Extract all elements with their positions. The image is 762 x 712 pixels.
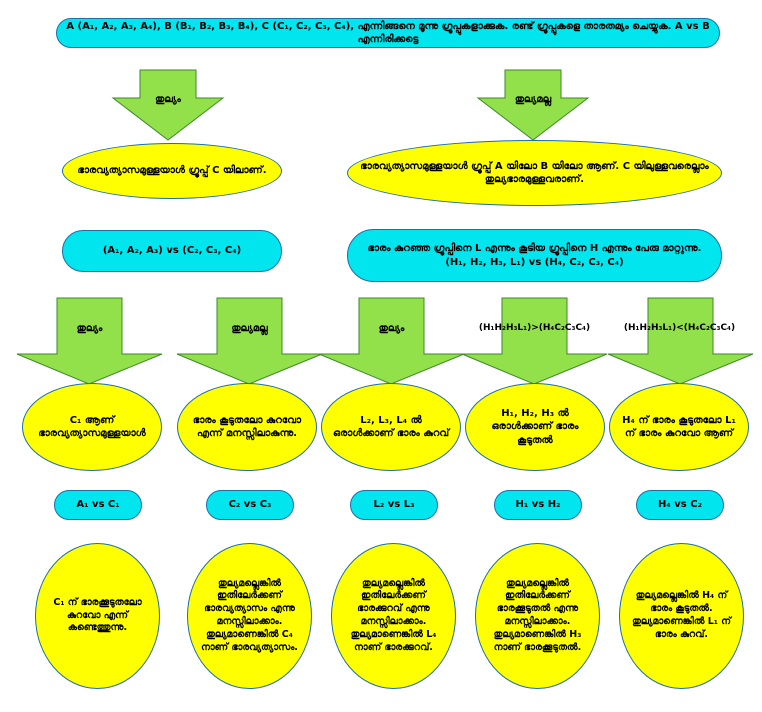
ellipse-col-2: ഭാരം കൂടുതലോ കുറവോ എന്ന് മനസ്സിലാകുന്നു. [177, 383, 317, 471]
ellipse-col-5: H₄ ന് ഭാരം കൂടുതലോ L₁ ന് ഭാരം കുറവോ ആണ് [609, 383, 749, 471]
ellipse-col-3-text: L₂, L₃, L₄ ൽ ഒരാൾക്കാണ് ഭാരം കുറവ് [332, 414, 450, 440]
circle-col-3-text: തുല്യമല്ലെങ്കിൽ ഇതിലേർക്കണ് ഭാരക്കുറവ് എ… [350, 577, 437, 653]
pill-col-2: C₂ vs C₃ [206, 490, 294, 520]
arrow-col-1 [16, 297, 163, 385]
arrow-col-3-label: തുല്യം [378, 322, 405, 334]
pill-col-4: H₁ vs H₂ [494, 490, 582, 520]
pill-rename-groups-line1: ഭാരം കുറഞ്ഞ ഗ്രൂപ്പിനെ L എന്നും കൂടിയ ഗ്… [367, 243, 702, 254]
pill-rename-groups-line2: (H₁, H₂, H₃, L₁) vs (H₄, C₂, C₃, C₄) [445, 256, 624, 268]
arrow-notequal-level1 [476, 69, 590, 141]
arrow-col-4-label: (H₁H₂H₃L₁)>(H₄C₂C₃C₄) [478, 323, 591, 333]
arrow-col-3 [318, 297, 465, 385]
arrow-equal-level1-label: തുല്യം [155, 93, 181, 105]
circle-col-5: തുല്യമല്ലെങ്കിൽ H₄ ന് ഭാരം കൂടുതൽ. തുല്യ… [619, 543, 744, 689]
pill-compare-a-c-text: (A₁, A₂, A₃) vs (C₂, C₃, C₄) [102, 245, 242, 257]
arrow-col-1-label: തുല്യം [76, 322, 103, 334]
circle-col-1-text: C₁ ന് ഭാരക്കൂടുതലോ കുറവോ എന്ന് കണ്ടെത്തു… [53, 596, 142, 634]
arrow-equal-level1 [111, 69, 225, 141]
arrow-notequal-level1-label: തുല്യമല്ല [514, 93, 552, 105]
circle-col-2-text: തുല്യമല്ലെങ്കിൽ ഇതിലേർക്കണ് ഭാരവ്യത്യാസം… [201, 577, 298, 653]
arrow-col-2 [176, 297, 323, 385]
header-text: A (A₁, A₂, A₃, A₄), B (B₁, B₂, B₃, B₄), … [66, 20, 710, 46]
pill-col-5-text: H₄ vs C₂ [658, 499, 702, 511]
circle-col-4-text: തുല്യമല്ലെങ്കിൽ ഇതിലേർക്കണ് ഭാരക്കൂടുതൽ … [493, 577, 582, 653]
circle-col-3: തുല്യമല്ലെങ്കിൽ ഇതിലേർക്കണ് ഭാരക്കുറവ് എ… [331, 543, 456, 689]
arrow-col-5-label: (H₁H₂H₃L₁)<(H₄C₂C₃C₄) [623, 323, 736, 333]
ellipse-group-a-or-b: ഭാരവ്യത്യാസമുള്ളയാൾ ഗ്രൂപ്പ് A യിലോ B യി… [347, 140, 722, 206]
pill-col-1: A₁ vs C₁ [54, 490, 142, 520]
ellipse-col-1: C₁ ആണ് ഭാരവ്യത്യാസമുള്ളയാൾ [22, 383, 162, 471]
pill-col-1-text: A₁ vs C₁ [76, 499, 120, 511]
ellipse-col-2-text: ഭാരം കൂടുതലോ കുറവോ എന്ന് മനസ്സിലാകുന്നു. [192, 414, 302, 440]
pill-compare-a-c: (A₁, A₂, A₃) vs (C₂, C₃, C₄) [62, 230, 282, 272]
pill-col-4-text: H₁ vs H₂ [515, 499, 561, 511]
pill-col-2-text: C₂ vs C₃ [228, 499, 272, 511]
circle-col-1: C₁ ന് ഭാരക്കൂടുതലോ കുറവോ എന്ന് കണ്ടെത്തു… [35, 543, 160, 689]
ellipse-col-3: L₂, L₃, L₄ ൽ ഒരാൾക്കാണ് ഭാരം കുറവ് [321, 383, 461, 471]
ellipse-group-c-text: ഭാരവ്യത്യാസമുള്ളയാൾ ഗ്രൂപ്പ് C യിലാണ്. [77, 165, 267, 177]
arrow-col-5 [607, 297, 754, 385]
circle-col-4: തുല്യമല്ലെങ്കിൽ ഇതിലേർക്കണ് ഭാരക്കൂടുതൽ … [475, 543, 600, 689]
circle-col-2: തുല്യമല്ലെങ്കിൽ ഇതിലേർക്കണ് ഭാരവ്യത്യാസം… [187, 543, 312, 689]
ellipse-group-a-or-b-text: ഭാരവ്യത്യാസമുള്ളയാൾ ഗ്രൂപ്പ് A യിലോ B യി… [360, 160, 709, 186]
pill-rename-groups: ഭാരം കുറഞ്ഞ ഗ്രൂപ്പിനെ L എന്നും കൂടിയ ഗ്… [347, 229, 722, 282]
arrow-col-2-label: തുല്യമല്ല [231, 322, 268, 334]
ellipse-col-4-text: H₁, H₂, H₃ ൽ ഒരാൾക്കാണ് ഭാരം കൂടുതൽ [491, 407, 579, 446]
ellipse-col-1-text: C₁ ആണ് ഭാരവ്യത്യാസമുള്ളയാൾ [38, 414, 146, 440]
circle-col-5-text: തുല്യമല്ലെങ്കിൽ H₄ ന് ഭാരം കൂടുതൽ. തുല്യ… [632, 590, 731, 640]
ellipse-col-5-text: H₄ ന് ഭാരം കൂടുതലോ L₁ ന് ഭാരം കുറവോ ആണ് [622, 414, 736, 440]
pill-col-3: L₂ vs L₃ [350, 490, 438, 520]
pill-col-5: H₄ vs C₂ [636, 490, 724, 520]
header-pill: A (A₁, A₂, A₃, A₄), B (B₁, B₂, B₃, B₄), … [56, 18, 720, 48]
ellipse-group-c: ഭാരവ്യത്യാസമുള്ളയാൾ ഗ്രൂപ്പ് C യിലാണ്. [62, 143, 282, 199]
pill-col-3-text: L₂ vs L₃ [373, 499, 415, 511]
arrow-col-4 [461, 297, 608, 385]
ellipse-col-4: H₁, H₂, H₃ ൽ ഒരാൾക്കാണ് ഭാരം കൂടുതൽ [465, 383, 605, 471]
